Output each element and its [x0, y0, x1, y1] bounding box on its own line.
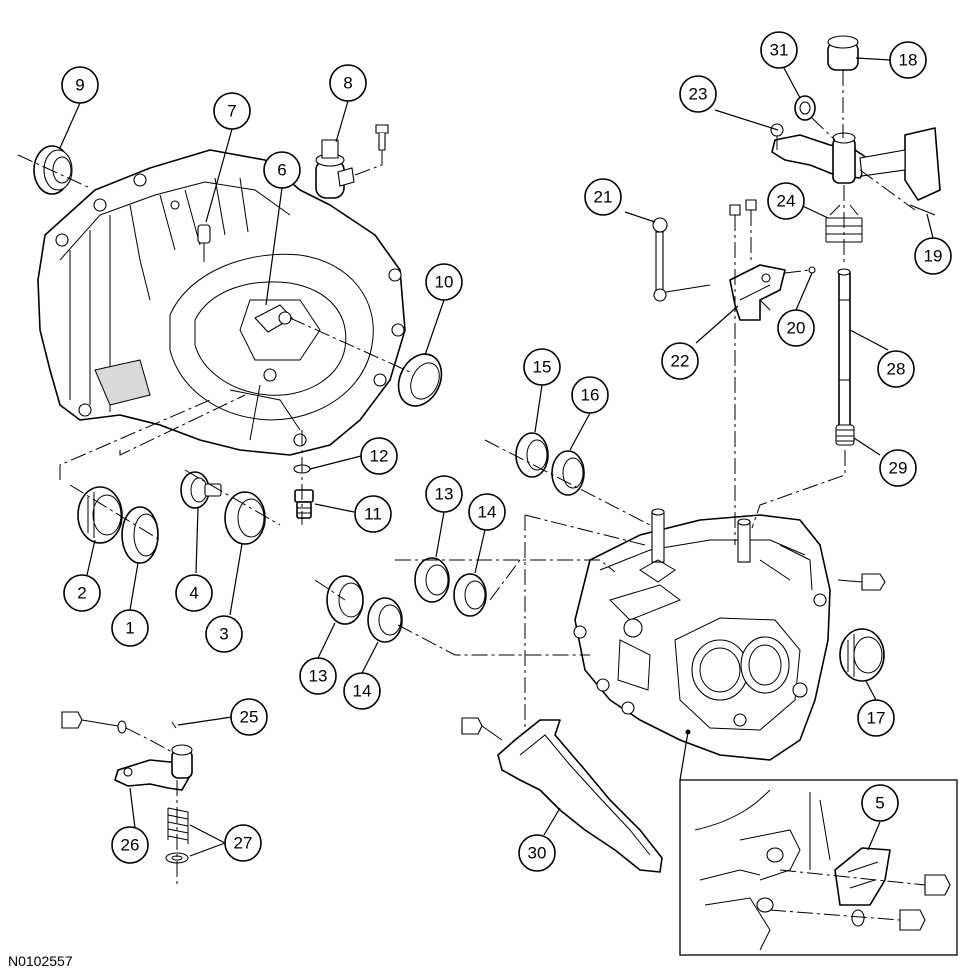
svg-text:28: 28 [887, 360, 906, 379]
callout-5: 5 [861, 784, 899, 822]
svg-text:26: 26 [121, 836, 140, 855]
svg-text:30: 30 [528, 844, 547, 863]
race-1 [121, 506, 159, 564]
svg-text:3: 3 [219, 625, 228, 644]
callout-24: 24 [767, 182, 805, 220]
svg-text:25: 25 [240, 708, 259, 727]
svg-text:8: 8 [343, 74, 352, 93]
cap-18 [827, 35, 859, 71]
svg-text:6: 6 [277, 161, 286, 180]
callout-27: 27 [224, 824, 262, 862]
callout-12: 12 [360, 437, 398, 475]
callout-18: 18 [889, 41, 927, 79]
svg-text:12: 12 [370, 447, 389, 466]
svg-text:1: 1 [125, 619, 134, 638]
seal-16 [551, 450, 585, 496]
callout-14-upper: 14 [468, 493, 506, 531]
svg-text:27: 27 [234, 834, 253, 853]
svg-text:11: 11 [364, 505, 382, 524]
nut-31 [794, 95, 816, 121]
svg-text:29: 29 [889, 459, 908, 478]
link-21 [652, 217, 711, 302]
case-bolt [837, 573, 886, 591]
seal-14-upper [453, 573, 487, 617]
seal-14-lower [367, 597, 403, 643]
vent-7 [197, 224, 211, 262]
seal-15 [515, 432, 549, 478]
transaxle-case [573, 508, 831, 761]
svg-text:2: 2 [77, 584, 86, 603]
svg-text:14: 14 [353, 682, 372, 701]
svg-text:24: 24 [777, 192, 796, 211]
svg-text:31: 31 [770, 41, 789, 60]
figure-code: N0102557 [8, 953, 73, 969]
callout-31: 31 [760, 31, 798, 69]
selector-lever-26 [61, 711, 193, 791]
svg-text:18: 18 [899, 51, 918, 70]
shaft-bearing-4 [180, 471, 222, 509]
bracket-22 [729, 264, 786, 321]
callout-2: 2 [63, 574, 101, 612]
callout-11: 11 [354, 495, 392, 533]
callout-14-lower: 14 [343, 672, 381, 710]
callout-25: 25 [230, 698, 268, 736]
svg-text:14: 14 [478, 503, 497, 522]
callout-4: 4 [175, 574, 213, 612]
svg-text:13: 13 [435, 485, 454, 504]
clutch-housing [37, 149, 406, 456]
detail-inset-frame [679, 779, 958, 956]
inset-detail [694, 789, 951, 951]
callout-16: 16 [571, 376, 609, 414]
svg-text:20: 20 [787, 319, 806, 338]
shift-lever-23 [770, 123, 941, 201]
race-3 [224, 491, 266, 545]
spring-29 [835, 424, 855, 446]
svg-text:10: 10 [435, 273, 454, 292]
svg-text:17: 17 [867, 709, 886, 728]
svg-text:21: 21 [594, 188, 613, 207]
svg-text:9: 9 [75, 76, 84, 95]
callout-26: 26 [111, 826, 149, 864]
callout-3: 3 [205, 615, 243, 653]
svg-text:5: 5 [875, 794, 884, 813]
seal-9 [33, 145, 73, 195]
seal-13-upper [414, 557, 450, 603]
svg-text:15: 15 [533, 358, 552, 377]
callout-17: 17 [857, 699, 895, 737]
callout-13-lower: 13 [299, 657, 337, 695]
callout-6: 6 [263, 151, 301, 189]
callout-30: 30 [518, 834, 556, 872]
drain-plug-11 [293, 464, 314, 519]
bearing-2 [77, 486, 123, 544]
callout-20: 20 [777, 309, 815, 347]
svg-text:4: 4 [189, 584, 198, 603]
seal-10 [397, 353, 443, 407]
rod-28 [837, 268, 851, 433]
callout-29: 29 [879, 449, 917, 487]
svg-text:19: 19 [924, 247, 943, 266]
speed-sensor-8 [315, 124, 389, 199]
callout-7: 7 [213, 92, 251, 130]
seal-17 [839, 628, 885, 682]
callout-28: 28 [877, 350, 915, 388]
svg-text:16: 16 [581, 386, 600, 405]
callout-19: 19 [914, 237, 952, 275]
callout-8: 8 [329, 64, 367, 102]
svg-text:23: 23 [689, 85, 708, 104]
callout-13-upper: 13 [425, 475, 463, 513]
callout-22: 22 [661, 342, 699, 380]
svg-text:13: 13 [309, 667, 328, 686]
callout-21: 21 [584, 178, 622, 216]
callout-1: 1 [111, 609, 149, 647]
svg-text:7: 7 [227, 102, 236, 121]
callout-10: 10 [425, 263, 463, 301]
bracket-30 [461, 717, 663, 873]
callout-9: 9 [61, 66, 99, 104]
callout-23: 23 [679, 75, 717, 113]
callout-15: 15 [523, 348, 561, 386]
svg-text:22: 22 [671, 352, 690, 371]
